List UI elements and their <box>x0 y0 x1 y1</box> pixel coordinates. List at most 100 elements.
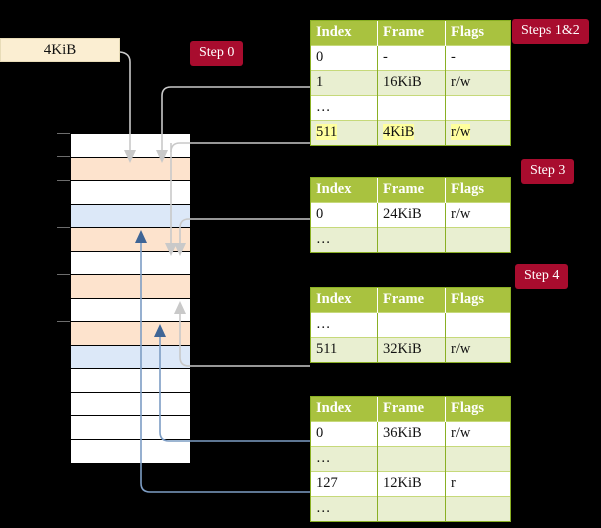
table-cell <box>445 312 510 338</box>
table-cell: 511 <box>311 337 378 362</box>
table-cell: 0 <box>311 202 378 228</box>
memory-frame-row <box>71 298 190 322</box>
table-cell <box>445 496 510 521</box>
link-arrowhead <box>156 150 168 163</box>
table-cell: r/w <box>445 421 510 447</box>
table-cell: 4KiB <box>377 120 446 145</box>
table-cell: r/w <box>445 70 510 96</box>
memory-frame-row <box>71 228 190 252</box>
column-header-index: Index <box>311 178 378 203</box>
table-cell: 127 <box>311 471 378 497</box>
column-header-frame: Frame <box>377 397 446 422</box>
link-t1r511-to-frame <box>170 142 310 153</box>
link-t2r0-to-frame <box>179 218 310 245</box>
memory-frame-row <box>71 251 190 275</box>
column-header-frame: Frame <box>377 178 446 203</box>
link-source-to-frame <box>119 51 131 152</box>
table-cell: … <box>311 227 378 252</box>
table-cell <box>377 95 446 121</box>
column-header-frame: Frame <box>377 21 446 46</box>
memory-frame-row <box>71 204 190 228</box>
table-row: … <box>311 446 510 472</box>
table-cell: 32KiB <box>377 337 446 362</box>
table-cell <box>377 446 446 472</box>
table-cell <box>377 312 446 338</box>
link-t4r127-to-frame <box>140 241 310 493</box>
column-header-index: Index <box>311 397 378 422</box>
table-cell: - <box>377 45 446 71</box>
column-header-frame: Frame <box>377 288 446 313</box>
table-cell: r/w <box>445 120 510 145</box>
table-row: … <box>311 227 510 252</box>
column-header-index: Index <box>311 21 378 46</box>
table-cell: … <box>311 95 378 121</box>
table-row: … <box>311 95 510 121</box>
memory-frame-row <box>71 275 190 299</box>
frame-tick <box>57 227 70 228</box>
link-arrowhead <box>135 230 147 243</box>
column-header-index: Index <box>311 288 378 313</box>
source-frame-label: 4KiB <box>43 41 77 58</box>
frame-tick <box>57 321 70 322</box>
memory-frame-row <box>71 157 190 181</box>
frame-tick <box>57 274 70 275</box>
step-label-step0: Step 0 <box>190 41 244 66</box>
table-cell: 511 <box>311 120 378 145</box>
memory-frame-row <box>71 181 190 205</box>
table-cell: … <box>311 312 378 338</box>
table-row: 0-- <box>311 45 510 71</box>
table-cell: r/w <box>445 202 510 228</box>
table-cell <box>445 95 510 121</box>
table-cell: r/w <box>445 337 510 362</box>
column-header-flags: Flags <box>445 288 510 313</box>
source-frame-box: 4KiB <box>0 38 120 62</box>
link-arrowhead <box>174 301 186 314</box>
frame-tick <box>57 133 70 134</box>
link-arrowhead <box>124 150 136 163</box>
table-cell: r <box>445 471 510 497</box>
link-t1r1-to-frame <box>161 86 310 152</box>
step-label-step4: Step 4 <box>515 264 569 289</box>
table-row: … <box>311 312 510 338</box>
table-cell <box>445 446 510 472</box>
table-cell <box>377 227 446 252</box>
memory-frame-row <box>71 439 190 463</box>
table-cell: 36KiB <box>377 421 446 447</box>
table-cell: … <box>311 496 378 521</box>
table-cell: … <box>311 446 378 472</box>
table-cell: 1 <box>311 70 378 96</box>
column-header-flags: Flags <box>445 178 510 203</box>
table-cell: 12KiB <box>377 471 446 497</box>
link-arrowhead <box>154 324 166 337</box>
table-cell: 24KiB <box>377 202 446 228</box>
frame-tick <box>57 180 70 181</box>
table-cell <box>377 496 446 521</box>
table-cell: 0 <box>311 421 378 447</box>
column-header-flags: Flags <box>445 21 510 46</box>
link-arrowhead <box>165 243 177 256</box>
table-row: … <box>311 496 510 521</box>
step-label-step12: Steps 1&2 <box>512 19 589 44</box>
link-arrowhead <box>174 243 186 256</box>
link-t3r511-to-frame <box>179 312 310 367</box>
table-cell: - <box>445 45 510 71</box>
link-t4r0-to-frame <box>159 335 310 442</box>
table-cell: 16KiB <box>377 70 446 96</box>
table-cell: 0 <box>311 45 378 71</box>
